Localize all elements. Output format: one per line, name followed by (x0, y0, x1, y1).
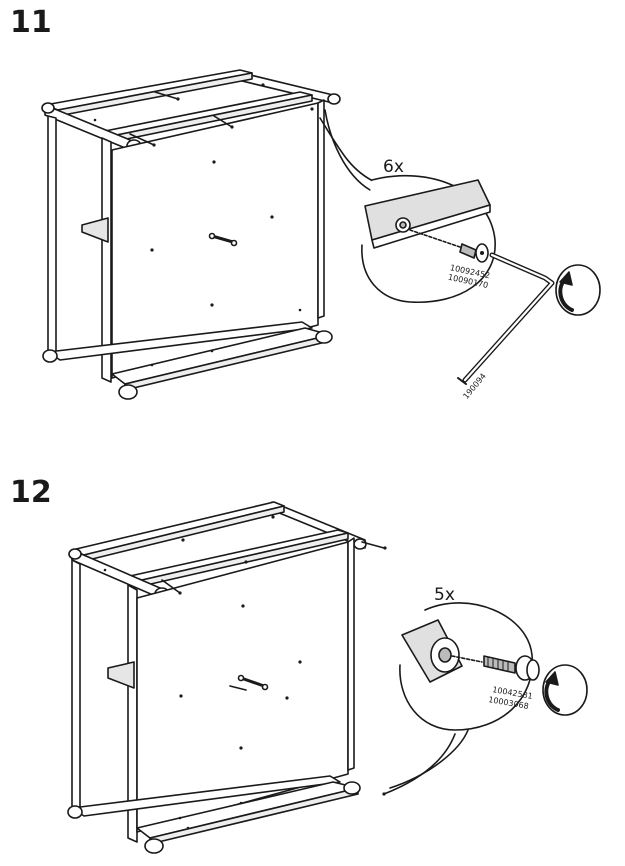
adjustable-foot-icon (451, 655, 540, 681)
frame-assembly (67, 501, 387, 854)
rotate-clockwise-icon (555, 264, 601, 316)
step-11-quantity: 6x (383, 157, 404, 177)
callout-bubble (319, 109, 496, 303)
step-11-number: 11 (10, 5, 52, 40)
callout-bubble (383, 602, 533, 795)
frame-assembly (41, 69, 341, 400)
step-12-number: 12 (10, 475, 52, 510)
screw-icon (409, 229, 489, 263)
allen-key-icon (457, 252, 555, 385)
step-11-illustration: 6x 10092452 10090170 190094 (41, 69, 601, 401)
step-12-quantity: 5x (434, 585, 455, 605)
step-12-illustration: 5x 10042581 10003068 (67, 501, 588, 854)
rotate-clockwise-icon (542, 664, 588, 716)
